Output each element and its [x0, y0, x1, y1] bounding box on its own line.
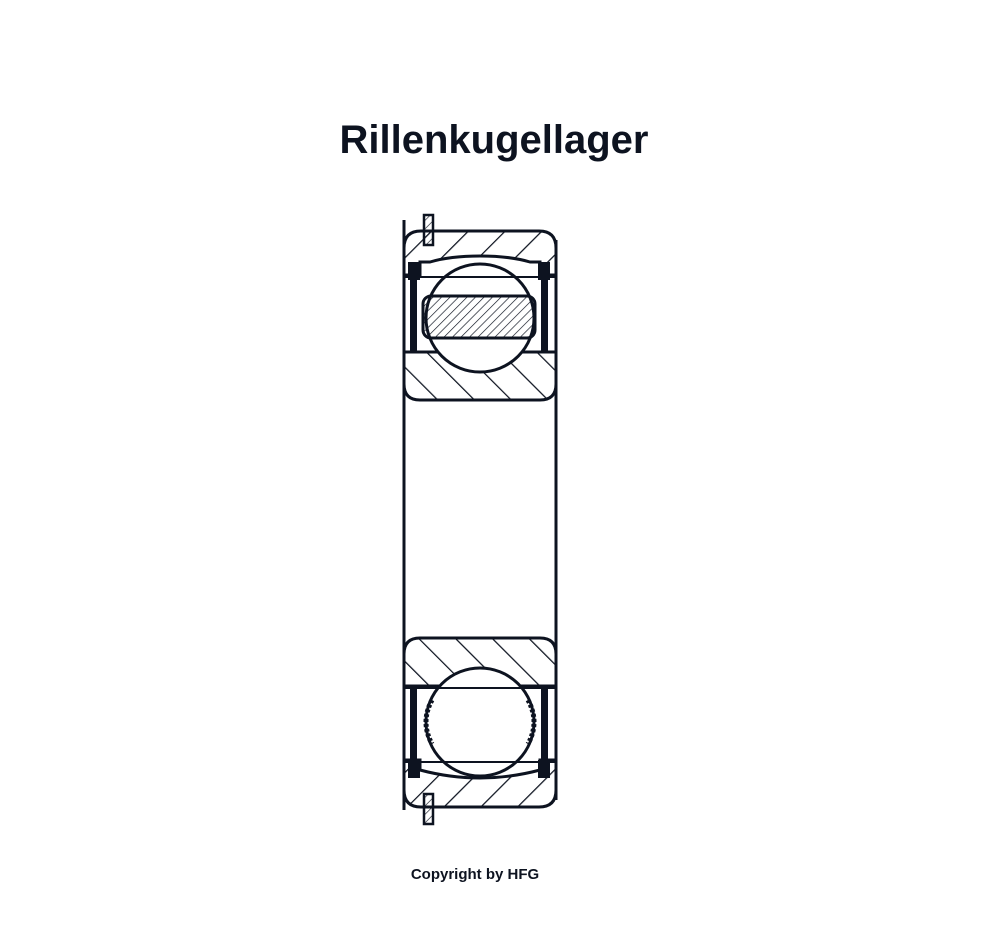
- seal-right-bar-top: [541, 278, 548, 352]
- cage-top: [421, 294, 537, 340]
- seal-left-top: [408, 262, 420, 280]
- copyright-notice: Copyright by HFG: [410, 866, 540, 883]
- cage-left-bottom: [423, 698, 435, 746]
- seal-left-bottom: [408, 760, 420, 778]
- snap-ring-bottom: [422, 792, 435, 826]
- inner-ring-bottom: [402, 636, 558, 688]
- bearing-top-section: [402, 213, 558, 402]
- snap-ring-top: [422, 213, 435, 247]
- drawing-title: Rillenkugellager: [339, 118, 649, 162]
- seal-right-bar-bottom: [541, 688, 548, 762]
- cage-right-bottom: [525, 698, 537, 746]
- seal-left-bar-bottom: [410, 688, 417, 762]
- seal-right-bottom: [538, 760, 550, 778]
- bearing-bottom-section: [402, 636, 558, 826]
- seal-right-top: [538, 262, 550, 280]
- seal-left-bar-top: [410, 278, 417, 352]
- ball-bottom: [424, 666, 536, 778]
